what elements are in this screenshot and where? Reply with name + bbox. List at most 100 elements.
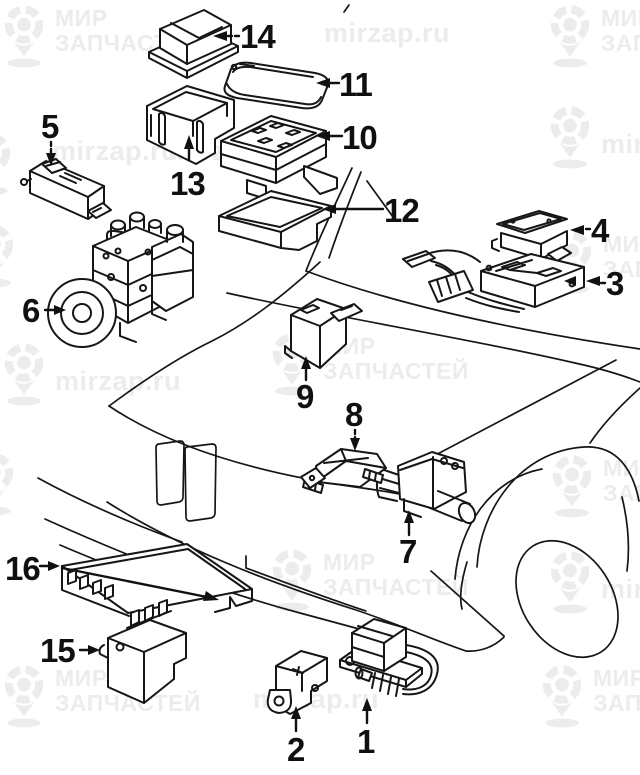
bumper-bottom	[465, 636, 505, 652]
leader-13	[184, 135, 194, 162]
component-13-relay-housing	[146, 85, 235, 165]
component-9-relay	[284, 298, 363, 369]
callout-label-8: 8	[345, 396, 363, 433]
brand-pin-icon	[0, 135, 11, 195]
windshield-pillar-line	[366, 180, 394, 218]
callout-label-11: 11	[339, 66, 373, 103]
fender-edge	[589, 387, 640, 444]
leader-4	[570, 225, 592, 235]
brand-pin-icon	[4, 665, 44, 728]
component-14-relay	[148, 9, 239, 79]
watermark-url-text: mirzap.ru	[601, 129, 640, 159]
callout-label-15: 15	[40, 632, 75, 669]
fender-lower	[621, 496, 630, 572]
leader-12	[322, 204, 385, 214]
component-5-control-unit	[20, 158, 112, 220]
leader-14	[213, 31, 241, 41]
leader-10	[316, 131, 344, 141]
wheel-arch-inner	[454, 468, 543, 580]
component-6-abs-hydraulic-unit	[47, 211, 194, 348]
watermark-logo-url: mirzap.ru	[0, 340, 181, 406]
component-12-tray	[218, 190, 332, 251]
callout-label-12: 12	[384, 192, 419, 229]
spoiler-line	[37, 477, 183, 543]
bumper-mid-line	[245, 555, 367, 612]
brand-pin-icon	[4, 5, 44, 68]
component-15-control-module	[98, 599, 187, 704]
callout-label-2: 2	[287, 731, 305, 768]
watermark-url: mirzap.ru	[324, 18, 451, 48]
brand-pin-icon	[552, 455, 592, 518]
car-body-outline	[37, 4, 640, 659]
callout-label-3: 3	[606, 265, 624, 302]
fender-top-line	[226, 292, 640, 383]
leader-9	[301, 356, 311, 382]
brand-pin-icon	[550, 551, 590, 614]
leader-3	[564, 276, 607, 286]
callout-label-16: 16	[5, 550, 40, 587]
cowl-line	[305, 270, 640, 350]
callout-label-6: 6	[22, 292, 40, 329]
component-7-valve	[375, 451, 477, 525]
brand-pin-icon	[4, 343, 44, 406]
leader-15	[78, 645, 100, 655]
callout-label-14: 14	[240, 18, 276, 55]
bumper-corner	[459, 561, 468, 610]
leader-2	[291, 706, 301, 733]
component-3-module-with-harness	[402, 249, 585, 313]
bumper-corner	[430, 570, 505, 637]
callout-label-5: 5	[41, 108, 59, 145]
leader-1	[362, 698, 372, 725]
watermark-logo-url: mirzap.ru	[546, 548, 640, 614]
leader-5	[46, 140, 56, 166]
callout-label-9: 9	[296, 378, 314, 415]
hood-front-edge	[108, 405, 447, 504]
component-4-cover	[491, 210, 572, 262]
brand-pin-icon	[542, 665, 582, 728]
watermark-logo	[0, 130, 15, 196]
callout-label-10: 10	[342, 119, 377, 156]
fender-crease	[427, 359, 617, 460]
wheel-opening	[515, 539, 619, 659]
kidney-grille	[155, 440, 185, 506]
component-11-fuse-box-cover	[223, 61, 330, 110]
callout-label-7: 7	[399, 533, 416, 570]
component-10-fuse-box	[220, 115, 338, 200]
callout-label-13: 13	[170, 165, 205, 202]
component-2-bracket	[266, 650, 328, 715]
callout-label-1: 1	[357, 723, 375, 760]
component-8-bracket	[300, 448, 387, 494]
component-16-mounting-panel	[61, 543, 253, 617]
callout-label-4: 4	[591, 212, 610, 249]
windshield-pillar-line	[328, 171, 362, 259]
wheel-arch-outer	[476, 446, 640, 568]
leader-11	[316, 78, 341, 88]
brand-pin-icon	[550, 5, 590, 68]
bumper-top-line	[106, 501, 467, 652]
brand-pin-icon	[550, 106, 590, 169]
stray-mark	[343, 4, 350, 13]
leader-16	[38, 561, 219, 601]
watermark-logo	[0, 222, 18, 288]
watermark-logo-url: mirzap.ru	[546, 103, 640, 169]
leader-7	[404, 510, 414, 537]
leader-8	[350, 428, 360, 451]
windshield-pillar-line	[305, 167, 353, 272]
kidney-grille	[184, 443, 217, 522]
brand-pin-icon	[0, 454, 14, 516]
hood-left-edge	[108, 261, 321, 407]
